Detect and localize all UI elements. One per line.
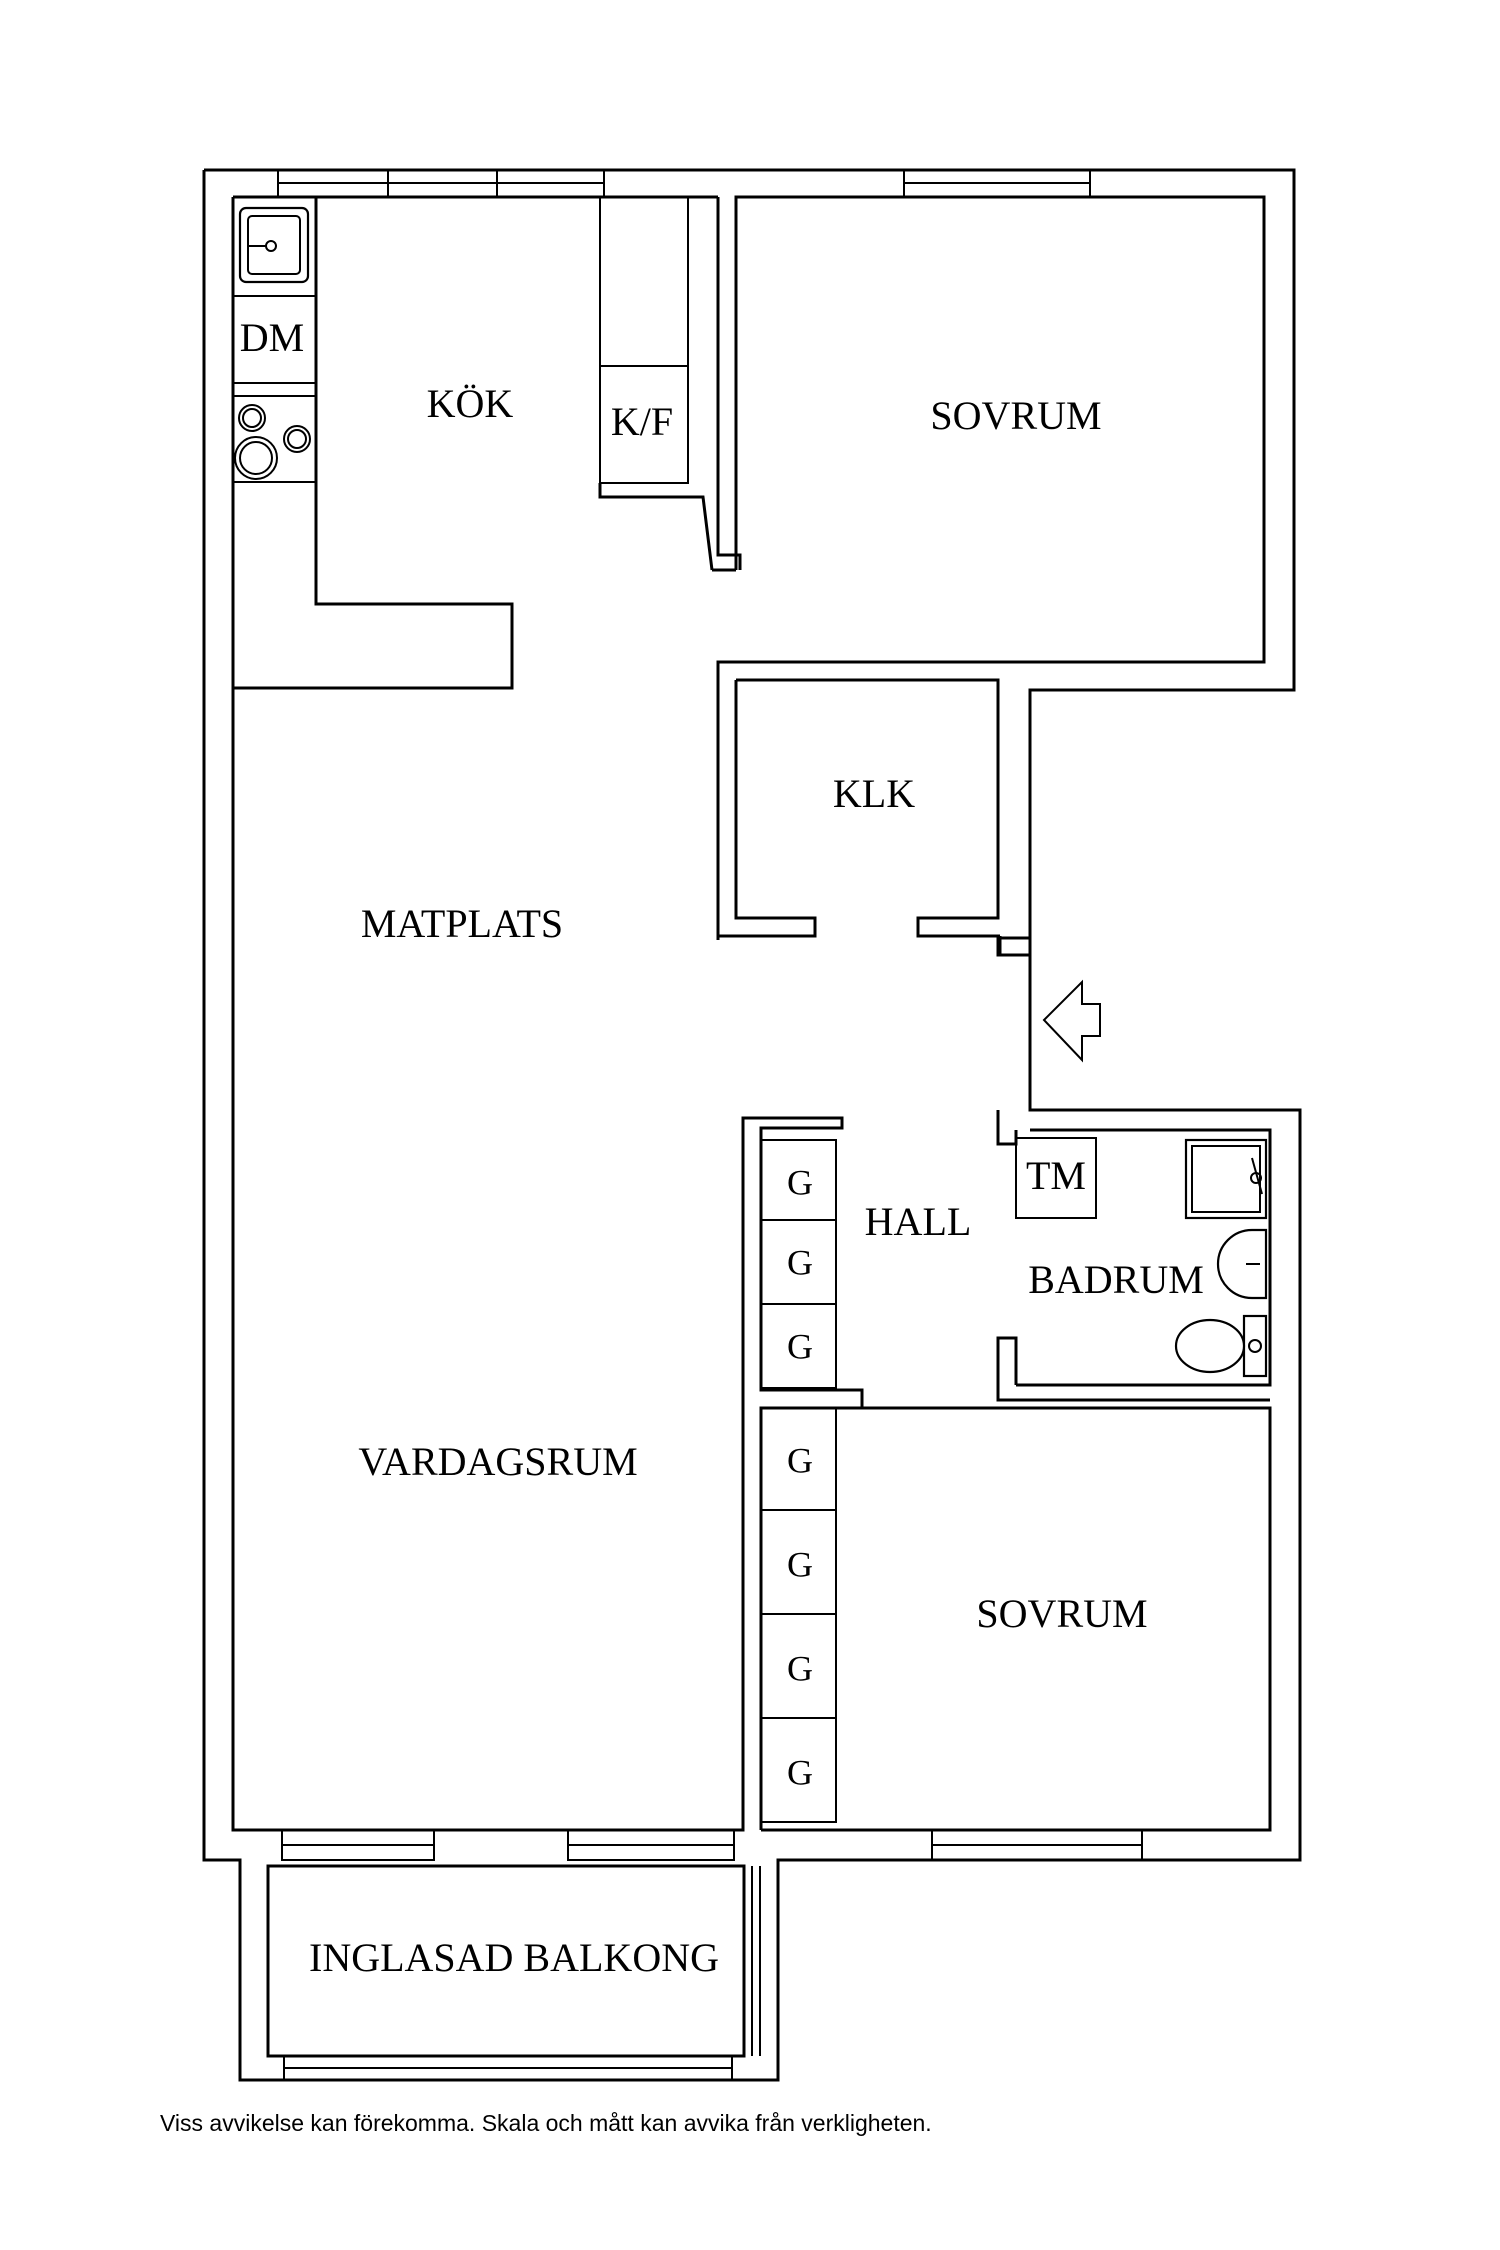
room-label-sovrum-1: SOVRUM [930,393,1101,438]
tm-label: TM [1026,1153,1086,1198]
room-label-hall: HALL [865,1199,972,1244]
windows [277,169,1143,1861]
sink-icon [238,206,310,284]
room-label-kok: KÖK [427,381,514,426]
room-label-badrum: BADRUM [1028,1257,1204,1302]
room-label-klk: KLK [833,771,915,816]
dm-label: DM [240,315,304,360]
wardrobe-label: G [787,1544,813,1584]
wardrobe-label: G [787,1648,813,1688]
stove-icon [234,404,311,480]
wardrobe-3 [760,1303,837,1389]
wardrobe-label: G [787,1162,813,1202]
entrance-arrow-icon [1042,979,1101,1063]
kf-label: K/F [611,399,673,444]
kitchen-counter [233,197,514,690]
wardrobe-label: G [787,1326,813,1366]
room-label-vardagsrum: VARDAGSRUM [358,1439,637,1484]
outer-walls [202,168,1302,2082]
wardrobe-label: G [787,1242,813,1282]
bedroom-2-walls [761,1406,1272,1832]
room-label-matplats: MATPLATS [361,901,563,946]
balcony [266,1864,761,2081]
washing-machine-box [1015,1137,1097,1219]
wardrobe-label: G [787,1440,813,1480]
wardrobe-label: G [787,1752,813,1792]
fridge-column [599,196,689,484]
shower-icon [1184,1138,1268,1220]
room-label-balkong: INGLASAD BALKONG [309,1935,719,1980]
washbasin-icon [1216,1228,1268,1300]
wardrobe-7 [760,1717,837,1823]
room-label-sovrum-2: SOVRUM [976,1591,1147,1636]
disclaimer-text: Viss avvikelse kan förekomma. Skala och … [160,2110,932,2136]
toilet-icon [1174,1314,1268,1378]
